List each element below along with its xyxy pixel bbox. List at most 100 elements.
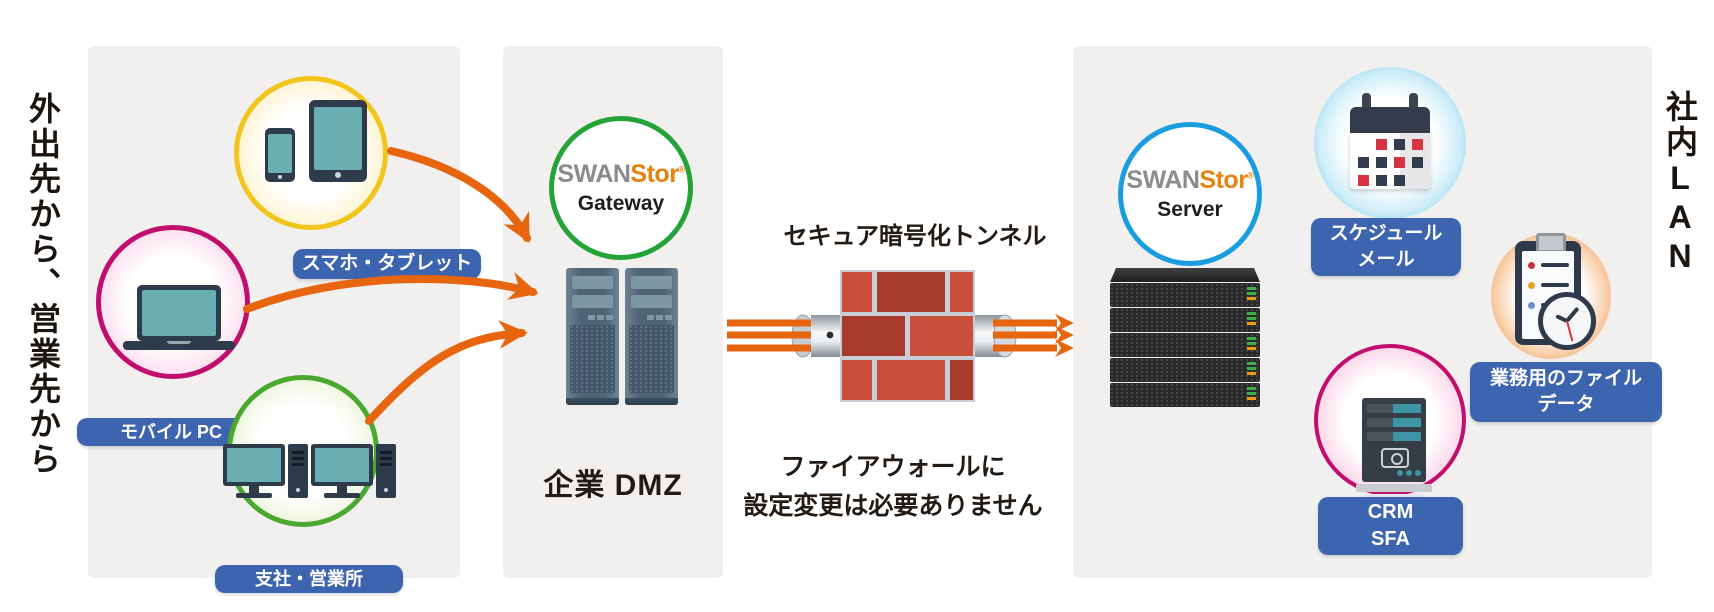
drive-bay — [631, 295, 672, 308]
status-leds — [1247, 287, 1256, 302]
firewall-tunnel-graphic — [727, 270, 1074, 402]
pc-tower — [376, 444, 396, 498]
calendar-cell — [1358, 175, 1369, 186]
schedule-mail-glow — [1314, 67, 1466, 219]
tunnel-left-cap — [791, 314, 815, 358]
brand-gray-text: SWAN — [557, 160, 631, 188]
status-leds — [1247, 387, 1256, 402]
smartphone-screen — [268, 134, 292, 173]
rack-unit — [1110, 358, 1260, 382]
rack-server-icon — [1110, 268, 1260, 408]
laptop-icon — [137, 285, 221, 341]
smartphone-home-button — [278, 175, 282, 179]
server-shadow — [1364, 494, 1424, 499]
data-lines-in — [727, 319, 813, 352]
tower-unit — [566, 268, 619, 405]
brand-orange-text: Stor — [1199, 166, 1248, 194]
rack-unit — [1110, 333, 1260, 357]
tablet-icon — [309, 100, 367, 182]
branch-office-label: 支社・営業所 — [215, 565, 403, 593]
status-dots — [1397, 470, 1421, 476]
calendar-pin — [1362, 93, 1371, 119]
product-name: Server — [1157, 198, 1223, 221]
desktop-pc-icon — [311, 444, 399, 502]
tower-base — [625, 398, 678, 405]
checklist-row — [1528, 261, 1572, 269]
server-slot — [1367, 432, 1421, 441]
brand-gray-text: SWAN — [1126, 166, 1200, 194]
monitor-screen — [227, 448, 281, 482]
calendar-cell — [1376, 139, 1387, 150]
smartphone-tablet-label: スマホ・タブレット — [293, 249, 481, 279]
branch-office-ring — [223, 375, 396, 527]
registered-mark: ® — [678, 164, 685, 175]
product-name: Gateway — [577, 192, 665, 215]
drive-bay — [572, 276, 613, 289]
checklist-row — [1528, 281, 1572, 289]
monitor — [311, 444, 373, 486]
status-leds — [1247, 337, 1256, 352]
laptop-screen — [142, 290, 216, 336]
calendar-header — [1350, 107, 1430, 133]
file-data-label: 業務用のファイル データ — [1470, 362, 1662, 422]
clipboard-clip — [1536, 233, 1566, 253]
tunnel-pipe-body — [811, 315, 1007, 357]
server-slot — [1367, 404, 1421, 413]
status-leds — [1247, 312, 1256, 327]
clipboard-clock-icon — [1491, 233, 1611, 359]
monitor-stand — [249, 486, 259, 493]
monitor-base — [324, 493, 360, 498]
power-button-icon — [1381, 448, 1409, 468]
schedule-mail-label: スケジュール メール — [1311, 218, 1461, 276]
label-text: スマホ・タブレット — [301, 253, 473, 275]
drive-bay — [631, 276, 672, 289]
crm-server-icon — [1362, 398, 1426, 482]
calendar-cell — [1376, 175, 1387, 186]
mobile-pc-ring — [96, 225, 250, 379]
desktop-pc-icon — [223, 444, 311, 502]
monitor — [223, 444, 285, 486]
calendar-cell — [1358, 157, 1369, 168]
dmz-caption: 企業 DMZ — [543, 469, 683, 502]
laptop-notch — [167, 341, 191, 344]
smartphone-icon — [265, 128, 295, 182]
calendar-cell — [1394, 139, 1405, 150]
tunnel-right-cap — [993, 314, 1017, 358]
note-line-2: 設定変更は必要ありません — [743, 491, 1043, 520]
pc-tower — [288, 444, 308, 498]
vent-mesh — [629, 325, 674, 393]
smartphone-tablet-ring — [234, 76, 388, 230]
swanstor-brand: SWANStor® — [1126, 166, 1254, 195]
calendar-cell — [1394, 175, 1405, 186]
crm-sfa-ring — [1314, 344, 1466, 499]
button — [647, 315, 654, 320]
calendar-cell — [1376, 157, 1387, 168]
swanstor-brand: SWANStor® — [557, 160, 685, 189]
swanstor-server-logo: SWANStor® Server — [1118, 122, 1262, 266]
label-line-2: メール — [1357, 249, 1415, 270]
laptop-base — [123, 341, 235, 350]
calendar-cell — [1412, 157, 1423, 168]
button — [665, 315, 672, 320]
firewall-note: ファイアウォールに 設定変更は必要ありません — [713, 448, 1073, 526]
registered-mark: ® — [1247, 170, 1254, 181]
note-line-1: ファイアウォールに — [780, 453, 1006, 481]
firewall-brick-wall-icon — [840, 270, 975, 402]
tunnel-title: セキュア暗号化トンネル — [783, 223, 1047, 250]
label-line-1: 業務用のファイル — [1489, 368, 1642, 390]
rack-top-face — [1110, 268, 1260, 282]
monitor-stand — [337, 486, 347, 493]
rack-unit — [1110, 283, 1260, 307]
rack-unit — [1110, 383, 1260, 407]
monitor-base — [236, 493, 272, 498]
crm-sfa-label: CRM SFA — [1318, 497, 1463, 555]
label-line-2: データ — [1537, 394, 1595, 415]
button — [588, 315, 595, 320]
right-vertical-label: 社内LAN — [1662, 90, 1698, 277]
brand-orange-text: Stor — [630, 160, 679, 188]
gateway-tower-server-icon — [566, 268, 678, 405]
calendar-cell — [1394, 157, 1405, 168]
tablet-screen — [314, 107, 362, 170]
status-leds — [1247, 362, 1256, 377]
